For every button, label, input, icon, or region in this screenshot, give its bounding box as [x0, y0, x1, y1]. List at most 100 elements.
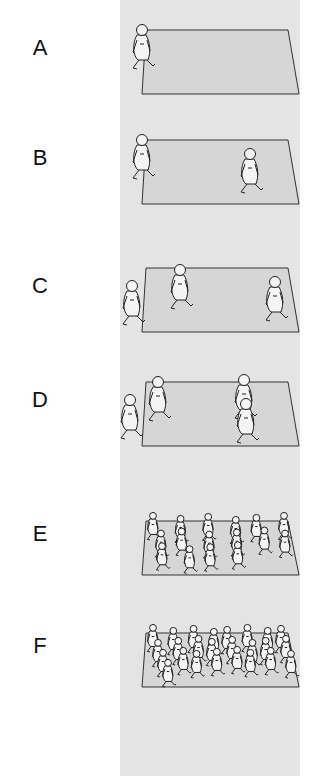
figure-limbs — [162, 669, 176, 687]
figure-head — [195, 635, 202, 642]
seated-figure — [171, 265, 193, 310]
figure-limbs — [279, 540, 293, 558]
figure-head — [125, 395, 136, 406]
seated-figure — [162, 659, 176, 687]
figure-limbs — [237, 414, 259, 443]
figure-head — [233, 529, 240, 536]
figure-body — [176, 535, 186, 551]
figure-head — [177, 515, 184, 522]
seated-figure — [211, 648, 225, 676]
figure-body — [148, 519, 158, 535]
figure-limbs — [178, 657, 192, 675]
seated-figure — [241, 149, 263, 194]
seated-figure — [123, 281, 145, 326]
figure-body — [266, 654, 276, 670]
figure-body — [191, 657, 201, 673]
figure-body — [184, 552, 194, 568]
figure-body — [122, 405, 138, 430]
figure-head — [224, 626, 231, 633]
figure-head — [245, 149, 256, 160]
figure-body — [245, 656, 255, 672]
figure-head — [239, 375, 250, 386]
seated-figure — [245, 649, 259, 677]
seated-figure — [279, 530, 293, 558]
figure-head — [193, 650, 200, 657]
floor-panel — [142, 633, 299, 687]
figure-head — [158, 530, 165, 537]
figure-head — [150, 512, 157, 519]
figure-head — [264, 627, 271, 634]
seated-figure — [133, 135, 155, 180]
figure-body — [163, 666, 173, 682]
seated-figure — [205, 544, 219, 572]
floor-panel — [142, 140, 299, 204]
figure-group — [147, 624, 299, 687]
figure-head — [159, 543, 166, 550]
figure-head — [206, 531, 213, 538]
figure-body — [280, 537, 290, 553]
figure-body — [236, 385, 252, 410]
figure-head — [160, 649, 167, 656]
seated-figure — [191, 650, 205, 678]
floor-panel — [142, 521, 299, 575]
figure-head — [282, 530, 289, 537]
figure-limbs — [266, 292, 288, 321]
figure-head — [232, 516, 239, 523]
figure-head — [234, 542, 241, 549]
figure-head — [234, 646, 241, 653]
figure-body — [193, 642, 203, 658]
panel-letter: C — [32, 275, 48, 297]
figure-body — [286, 657, 296, 673]
figure-head — [278, 625, 285, 632]
figure-head — [155, 639, 162, 646]
seated-figure — [278, 512, 292, 540]
floor-panel — [142, 30, 299, 94]
figure-limbs — [203, 523, 217, 541]
figure-limbs — [133, 150, 155, 179]
panel-letter: F — [33, 635, 46, 657]
seated-figure — [285, 650, 299, 678]
figure-limbs — [265, 657, 279, 675]
seated-figure — [266, 277, 288, 322]
figure-limbs — [133, 40, 155, 69]
figure-head — [170, 627, 177, 634]
figure-limbs — [205, 553, 219, 571]
figure-body — [238, 409, 254, 434]
seated-figure — [184, 546, 198, 574]
seated-figure — [203, 513, 217, 541]
figure-body — [212, 655, 222, 671]
figure-body — [233, 548, 243, 564]
figure-head — [267, 647, 274, 654]
seated-figure — [133, 25, 155, 70]
figure-body — [124, 291, 140, 316]
figure-limbs — [278, 522, 292, 540]
figure-head — [244, 624, 251, 631]
figure-head — [253, 514, 260, 521]
figure-head — [208, 638, 215, 645]
grey-strip — [120, 0, 300, 776]
figure-head — [186, 546, 193, 553]
figure-limbs — [259, 537, 273, 555]
figure-head — [205, 513, 212, 520]
figure-body — [134, 35, 150, 60]
figure-head — [283, 635, 290, 642]
figure-head — [137, 25, 148, 36]
panel-letter: E — [33, 523, 48, 545]
figure-head — [180, 647, 187, 654]
figure-body — [134, 145, 150, 170]
panel-letter: D — [32, 389, 48, 411]
figure-body — [232, 653, 242, 669]
seated-figure — [149, 377, 171, 422]
panel-letter: B — [33, 147, 48, 169]
figure-limbs — [211, 658, 225, 676]
figure-group — [121, 375, 259, 444]
figure-head — [241, 399, 252, 410]
floor-panel — [142, 268, 299, 332]
figure-head — [127, 281, 138, 292]
figure-body — [259, 534, 269, 550]
figure-head — [175, 265, 186, 276]
figure-head — [210, 628, 217, 635]
figure-head — [165, 659, 172, 666]
